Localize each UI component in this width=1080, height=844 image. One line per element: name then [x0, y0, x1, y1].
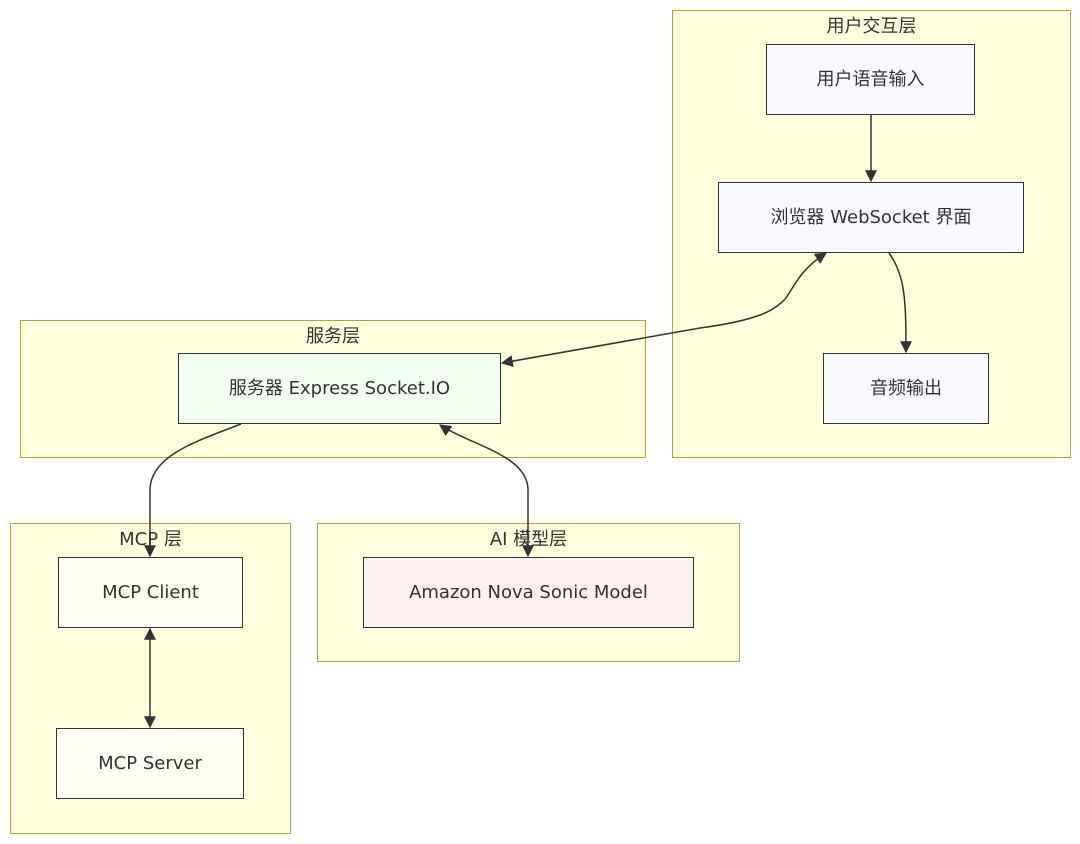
mcp-server-node: MCP Server — [56, 728, 244, 799]
audio-output-node: 音频输出 — [823, 353, 989, 424]
service-layer-title: 服务层 — [306, 326, 360, 347]
nova-sonic-node: Amazon Nova Sonic Model — [363, 557, 694, 628]
mcp-client-node: MCP Client — [58, 557, 243, 628]
mcp-server-label: MCP Server — [98, 752, 202, 774]
server-node: 服务器 Express Socket.IO — [178, 353, 501, 424]
voice-input-label: 用户语音输入 — [816, 68, 925, 90]
browser-websocket-label: 浏览器 WebSocket 界面 — [770, 206, 972, 228]
mcp-client-label: MCP Client — [102, 581, 199, 603]
nova-sonic-label: Amazon Nova Sonic Model — [409, 581, 648, 603]
voice-input-node: 用户语音输入 — [766, 44, 975, 115]
ai-model-layer-title: AI 模型层 — [489, 529, 568, 550]
browser-websocket-node: 浏览器 WebSocket 界面 — [718, 182, 1024, 253]
user-interaction-layer-title: 用户交互层 — [826, 16, 917, 37]
server-label: 服务器 Express Socket.IO — [228, 377, 451, 399]
audio-output-label: 音频输出 — [870, 377, 942, 399]
mcp-layer-title: MCP 层 — [119, 529, 182, 550]
